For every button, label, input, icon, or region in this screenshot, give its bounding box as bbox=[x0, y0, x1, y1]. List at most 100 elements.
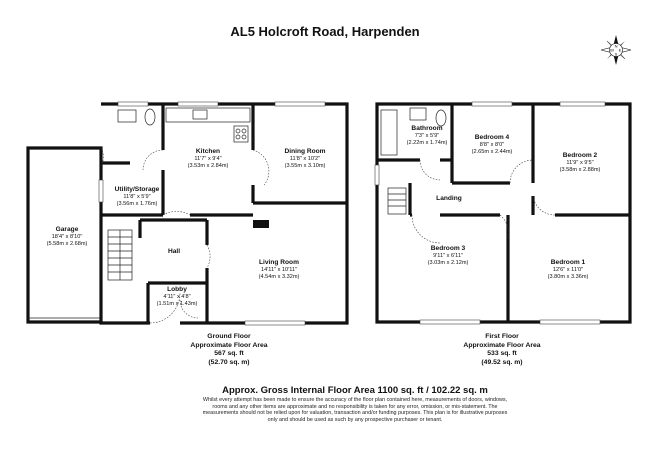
ground-floor-stairs bbox=[107, 229, 133, 281]
floor-area-sqm: (52.70 sq. m) bbox=[208, 358, 250, 366]
room-label-hall: Hall bbox=[168, 248, 180, 256]
room-name: Landing bbox=[436, 195, 462, 202]
garage-side-window bbox=[98, 179, 104, 203]
room-dims: 9'11" x 6'11" bbox=[433, 252, 463, 259]
disclaimer-line: only and should be used as such by any p… bbox=[267, 416, 443, 423]
dining-door-swing bbox=[252, 149, 270, 186]
room-metric: (5.58m x 2.68m) bbox=[46, 240, 88, 247]
floor-area-label: Approximate Floor Area bbox=[463, 341, 541, 349]
room-dims: 11'8" x 10'2" bbox=[289, 155, 321, 162]
front-door-swing bbox=[149, 292, 181, 324]
living-door-swing bbox=[206, 244, 211, 269]
kitchen-sink bbox=[192, 109, 208, 120]
room-name: Dining Room bbox=[284, 148, 326, 155]
room-name: Bathroom bbox=[411, 125, 443, 132]
chimney-breast bbox=[253, 220, 269, 228]
bath bbox=[380, 109, 398, 156]
room-name: Bedroom 1 bbox=[550, 259, 586, 266]
kitchen-hall-door-swing bbox=[162, 211, 191, 216]
utility-wc bbox=[144, 108, 156, 126]
bedroom4-window bbox=[471, 101, 513, 107]
disclaimer: Whilst every attempt has been made to en… bbox=[203, 397, 508, 423]
utility-basin bbox=[117, 109, 137, 123]
room-label-lobby: Lobby 4'11" x 4'8" (1.51m x 1.43m) bbox=[157, 286, 198, 308]
room-dims: 18'4" x 8'10" bbox=[51, 233, 83, 240]
room-dims: 11'7" x 9'4" bbox=[194, 155, 222, 162]
room-metric: (3.03m x 2.12m) bbox=[427, 259, 469, 266]
first-floor-outer-walls bbox=[375, 102, 632, 324]
room-metric: (3.80m x 3.36m) bbox=[547, 273, 589, 280]
room-label-garage: Garage 18'4" x 8'10" (5.58m x 2.68m) bbox=[47, 226, 88, 248]
room-label-bedroom-4: Bedroom 4 8'8" x 8'0" (2.65m x 2.44m) bbox=[472, 134, 513, 156]
first-floor-plan bbox=[374, 101, 632, 325]
room-label-landing: Landing bbox=[436, 195, 462, 203]
page-title: AL5 Holcroft Road, Harpenden bbox=[230, 24, 420, 39]
room-dims: 12'6" x 11'0" bbox=[552, 266, 584, 273]
disclaimer-line: measurements should not be relied upon f… bbox=[202, 410, 508, 417]
bathroom-basin bbox=[409, 107, 427, 121]
room-label-bedroom-2: Bedroom 2 11'9" x 9'5" (3.58m x 2.88m) bbox=[560, 152, 601, 174]
room-label-bathroom: Bathroom 7'3" x 5'9" (2.22m x 1.74m) bbox=[407, 125, 448, 147]
ground-floor-caption: Ground Floor Approximate Floor Area 567 … bbox=[190, 333, 267, 367]
room-metric: (2.22m x 1.74m) bbox=[406, 139, 448, 146]
room-name: Utility/Storage bbox=[114, 186, 160, 193]
room-name: Garage bbox=[55, 226, 79, 233]
room-label-dining-room: Dining Room 11'8" x 10'2" (3.55m x 3.10m… bbox=[284, 148, 325, 170]
room-label-living-room: Living Room 14'11" x 10'11" (4.54m x 3.3… bbox=[259, 259, 300, 281]
room-dims: 8'8" x 8'0" bbox=[479, 141, 505, 148]
floor-area-sqft: 567 sq. ft bbox=[214, 350, 244, 358]
room-name: Living Room bbox=[259, 259, 299, 266]
room-name: Hall bbox=[167, 248, 181, 255]
first-floor-caption: First Floor Approximate Floor Area 533 s… bbox=[463, 333, 540, 367]
room-metric: (3.56m x 1.76m) bbox=[116, 200, 158, 207]
compass-n: N bbox=[615, 44, 618, 49]
disclaimer-line: rooms and any other items are approximat… bbox=[212, 403, 498, 410]
room-dims: 11'9" x 9'5" bbox=[566, 159, 594, 166]
room-dims: 11'8" x 5'9" bbox=[123, 193, 151, 200]
room-label-utility-storage: Utility/Storage 11'8" x 5'9" (3.56m x 1.… bbox=[115, 186, 160, 208]
kitchen-worktop bbox=[165, 107, 251, 123]
floor-name: First Floor bbox=[485, 333, 519, 340]
compass-rose: N S E W bbox=[600, 35, 632, 65]
bathroom-wc bbox=[435, 109, 447, 127]
compass-w: W bbox=[610, 48, 614, 53]
room-metric: (3.55m x 3.10m) bbox=[284, 162, 326, 169]
room-label-bedroom-3: Bedroom 3 9'11" x 6'11" (3.03m x 2.12m) bbox=[428, 245, 469, 267]
kitchen-window bbox=[177, 101, 219, 107]
kitchen-hob bbox=[233, 125, 249, 143]
room-name: Bedroom 3 bbox=[430, 245, 466, 252]
room-metric: (4.54m x 3.32m) bbox=[258, 273, 300, 280]
bedroom4-door-swing bbox=[509, 159, 534, 184]
bathroom-door-swing bbox=[419, 159, 441, 181]
landing-window bbox=[374, 164, 380, 186]
room-dims: 7'3" x 5'9" bbox=[414, 132, 440, 139]
floor-area-label: Approximate Floor Area bbox=[190, 341, 268, 349]
utility-door-swing bbox=[142, 149, 164, 171]
room-name: Kitchen bbox=[195, 148, 221, 155]
floor-area-sqft: 533 sq. ft bbox=[487, 350, 517, 358]
room-dims: 14'11" x 10'11" bbox=[260, 266, 298, 273]
room-name: Bedroom 4 bbox=[474, 134, 510, 141]
garage-walls bbox=[26, 146, 103, 324]
room-metric: (2.65m x 2.44m) bbox=[471, 148, 513, 155]
living-window bbox=[244, 320, 306, 326]
disclaimer-line: Whilst every attempt has been made to en… bbox=[202, 397, 508, 403]
ground-floor-plan bbox=[26, 101, 349, 326]
room-metric: (3.58m x 2.88m) bbox=[559, 166, 601, 173]
bedroom1-window bbox=[539, 319, 601, 325]
bedroom2-door-swing bbox=[532, 195, 556, 216]
room-label-bedroom-1: Bedroom 1 12'6" x 11'0" (3.80m x 3.36m) bbox=[548, 259, 589, 281]
compass-e: E bbox=[619, 48, 622, 53]
room-label-kitchen: Kitchen 11'7" x 9'4" (3.53m x 2.84m) bbox=[188, 148, 229, 170]
floor-area-sqm: (49.52 sq. m) bbox=[481, 358, 523, 366]
garage-door-swing bbox=[100, 147, 104, 167]
floor-name: Ground Floor bbox=[207, 333, 251, 340]
utility-window bbox=[117, 101, 149, 107]
room-metric: (1.51m x 1.43m) bbox=[156, 300, 198, 307]
bedroom3-window bbox=[419, 319, 481, 325]
room-dims: 4'11" x 4'8" bbox=[163, 293, 191, 300]
room-name: Lobby bbox=[167, 286, 187, 293]
bedroom3-door-swing bbox=[411, 214, 441, 244]
room-metric: (3.53m x 2.84m) bbox=[187, 162, 229, 169]
